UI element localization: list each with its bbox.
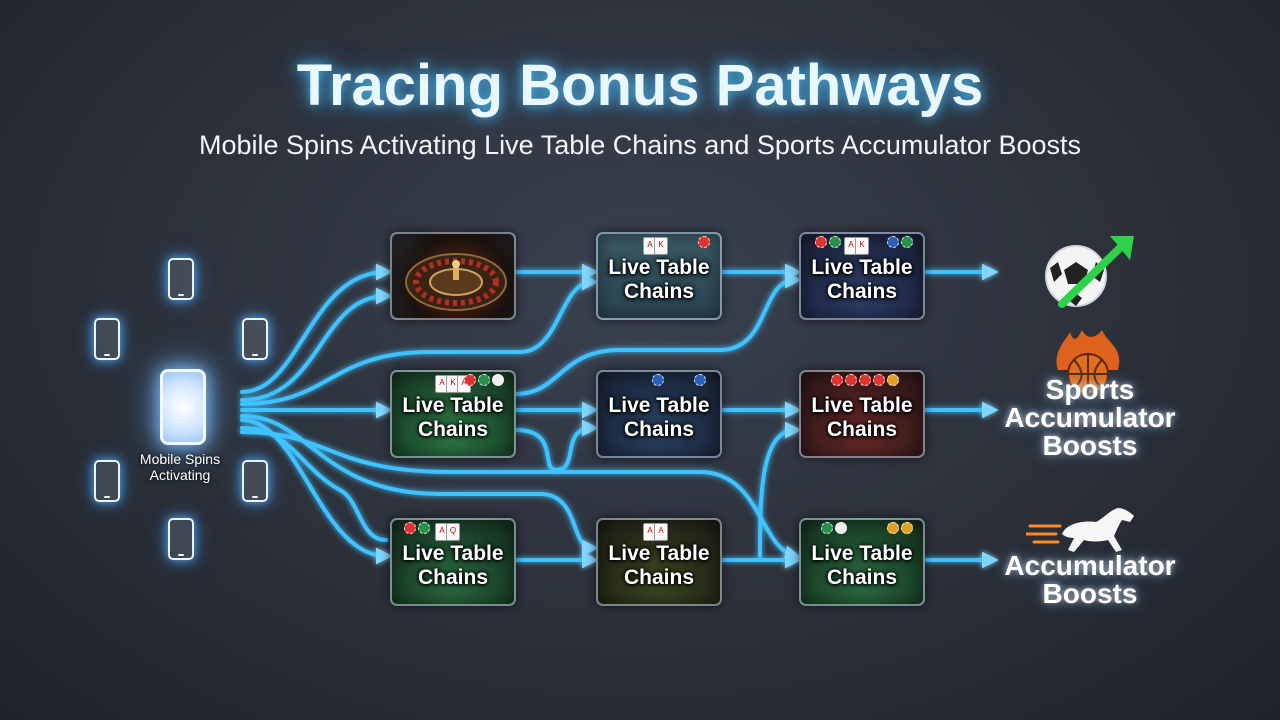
flow-hub-to-roulette-2 xyxy=(240,287,393,402)
accumulator-output-line1: Accumulator xyxy=(1004,550,1176,581)
roulette-wheel-icon xyxy=(405,253,507,311)
sports-output-line3: Boosts xyxy=(1042,430,1138,461)
basketball-fire-icon xyxy=(1056,330,1120,394)
card-label-line2: Chains xyxy=(417,566,488,589)
roulette-card[interactable] xyxy=(390,232,516,320)
flow-hub-to-roulette xyxy=(240,263,393,394)
chips-icon xyxy=(404,522,430,534)
chips-icon xyxy=(694,374,706,386)
card-label-line1: Live Table xyxy=(402,394,504,417)
accumulator-output-line2: Boosts xyxy=(1042,578,1138,609)
accumulator-output-label: Accumulator Boosts xyxy=(990,552,1190,608)
hub-label-line2: Activating xyxy=(149,467,211,483)
card-label-line2: Chains xyxy=(623,566,694,589)
flow-green-mid-to-blue xyxy=(514,419,599,473)
flow-chain-low-to-mid xyxy=(758,421,802,558)
phone-icon xyxy=(242,318,268,360)
hub-label: Mobile Spins Activating xyxy=(124,451,236,483)
racing-horse-icon xyxy=(1026,508,1134,552)
flow-hub-long-upper xyxy=(240,273,599,406)
sports-output-line1: Sports xyxy=(1045,374,1135,405)
sports-output-label: Sports Accumulator Boosts xyxy=(990,376,1190,460)
card-label-line1: Live Table xyxy=(811,542,913,565)
phone-icon xyxy=(242,460,268,502)
card-label-line2: Chains xyxy=(623,418,694,441)
chips-icon xyxy=(887,522,913,534)
phone-icon xyxy=(168,258,194,300)
chips-icon xyxy=(464,374,504,386)
card-label-line2: Chains xyxy=(826,280,897,303)
card-label-line2: Chains xyxy=(826,566,897,589)
card-label-line1: Live Table xyxy=(608,256,710,279)
mobile-hub-phone-icon xyxy=(160,369,206,445)
chips-icon xyxy=(821,522,847,534)
sports-output-line2: Accumulator xyxy=(1004,402,1176,433)
chips-icon xyxy=(815,236,841,248)
card-label-line1: Live Table xyxy=(811,256,913,279)
card-label-line2: Chains xyxy=(826,418,897,441)
phone-icon xyxy=(94,460,120,502)
chips-icon xyxy=(698,236,710,248)
phone-icon xyxy=(168,518,194,560)
flow-green-mid-to-top xyxy=(514,271,802,396)
chips-icon xyxy=(831,374,899,386)
phone-icon xyxy=(94,318,120,360)
flow-hub-long-lower-2 xyxy=(240,414,599,557)
hub-label-line1: Mobile Spins xyxy=(139,451,221,467)
card-label-line1: Live Table xyxy=(402,542,504,565)
chips-icon xyxy=(652,374,664,386)
flow-hub-to-green-low xyxy=(240,418,393,565)
card-label-line1: Live Table xyxy=(811,394,913,417)
card-label-line1: Live Table xyxy=(608,394,710,417)
card-label-line1: Live Table xyxy=(608,542,710,565)
card-label-line2: Chains xyxy=(623,280,694,303)
page-subtitle: Mobile Spins Activating Live Table Chain… xyxy=(199,130,1081,160)
page-title: Tracing Bonus Pathways xyxy=(296,53,984,118)
card-label-line2: Chains xyxy=(417,418,488,441)
soccer-ball-trend-icon xyxy=(1045,236,1134,308)
chips-icon xyxy=(887,236,913,248)
